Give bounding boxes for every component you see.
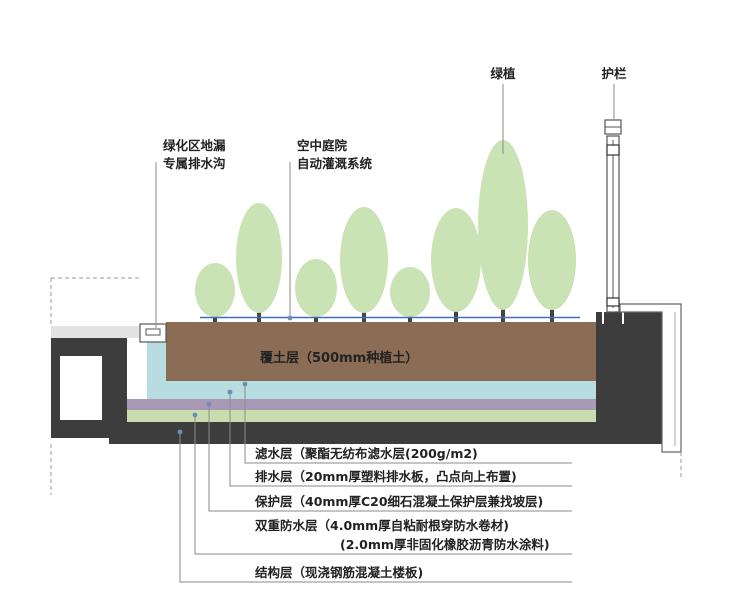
tree-crown <box>295 259 337 317</box>
tree <box>195 263 235 322</box>
label-waterproof-line1: 双重防水层（4.0mm厚自粘耐根穿防水卷材) <box>254 518 509 533</box>
tree-trunk <box>550 304 554 322</box>
structural-slab <box>109 422 596 444</box>
label-soil-layer: 覆土层（500mm种植土） <box>260 350 418 366</box>
labels: 绿植 护栏 绿化区地漏 专属排水沟 空中庭院 自动灌溉系统 覆土层（500mm种… <box>163 66 627 580</box>
tree-trunk <box>362 307 366 322</box>
tree-crown <box>431 208 481 312</box>
label-irrigation-line2: 自动灌溉系统 <box>297 156 373 171</box>
tree-group <box>195 140 576 322</box>
tree <box>478 140 528 322</box>
soil-layer <box>166 322 596 381</box>
tree-trunk <box>501 304 505 322</box>
tree <box>236 203 282 322</box>
tree-crown <box>478 140 528 310</box>
paving-strip <box>51 326 139 338</box>
label-waterproof-line2: (2.0mm厚非固化橡胶沥青防水涂料) <box>340 537 550 552</box>
tree-crown <box>195 263 235 317</box>
tree <box>295 259 337 322</box>
right-upstand-wall <box>596 312 662 444</box>
drain-channel-left-wall <box>109 338 127 424</box>
label-drainage-layer: 排水层（20mm厚塑料排水板，凸点向上布置) <box>255 469 517 484</box>
label-protection-layer: 保护层（40mm厚C20细石混凝土保护层兼找坡层) <box>254 494 543 509</box>
label-irrigation-line1: 空中庭院 <box>297 138 348 153</box>
drainage-layer <box>147 340 596 399</box>
tree-trunk <box>454 306 458 322</box>
leader-lines <box>155 84 615 583</box>
layer-stack <box>127 322 596 422</box>
left-wall-opening <box>60 356 102 420</box>
railing <box>602 119 682 453</box>
tree-crown <box>236 203 282 313</box>
protection-layer <box>127 399 596 410</box>
label-structure-layer: 结构层（现浇钢筋混凝土楼板) <box>255 565 423 580</box>
tree-crown <box>340 207 388 313</box>
label-drain-line1: 绿化区地漏 <box>163 138 226 153</box>
tree <box>340 207 388 322</box>
tree-crown <box>390 267 430 317</box>
dashed-outlines <box>50 277 682 495</box>
waterproof-layer <box>127 410 596 422</box>
label-trees: 绿植 <box>490 66 516 81</box>
tree <box>390 267 430 322</box>
label-filter-layer: 滤水层（聚酯无纺布滤水层(200g/m2) <box>255 446 478 461</box>
drain-grate <box>139 323 167 343</box>
leader-dots <box>177 315 293 435</box>
tree <box>431 208 481 322</box>
tree <box>528 210 576 322</box>
tree-crown <box>528 210 576 310</box>
label-railing: 护栏 <box>601 66 627 81</box>
tree-trunk <box>257 307 261 322</box>
label-drain-line2: 专属排水沟 <box>163 156 226 171</box>
structure-concrete <box>51 312 662 444</box>
